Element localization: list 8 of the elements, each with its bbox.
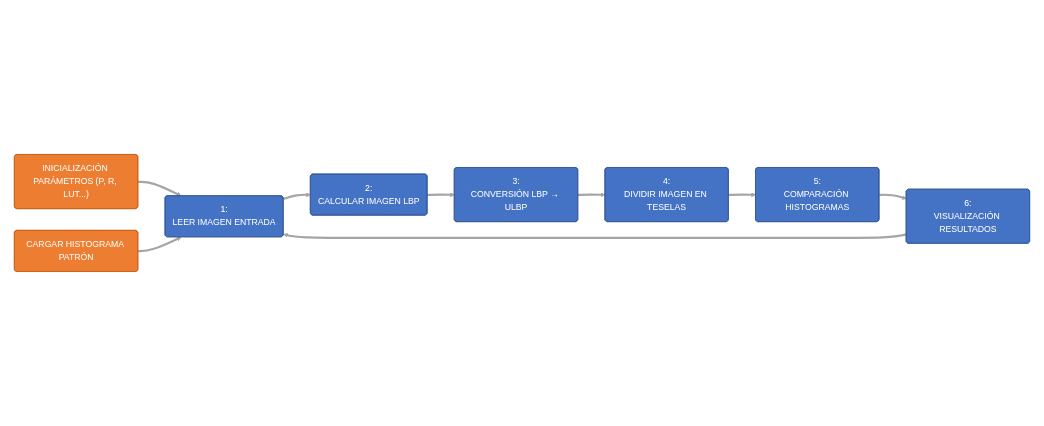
arrow bbox=[283, 192, 311, 200]
arrow bbox=[427, 192, 455, 198]
arrow bbox=[728, 192, 756, 198]
arrow bbox=[578, 192, 606, 198]
arrow bbox=[138, 236, 182, 253]
arrow bbox=[879, 193, 907, 200]
arrow bbox=[138, 180, 182, 197]
arrow bbox=[283, 233, 907, 239]
